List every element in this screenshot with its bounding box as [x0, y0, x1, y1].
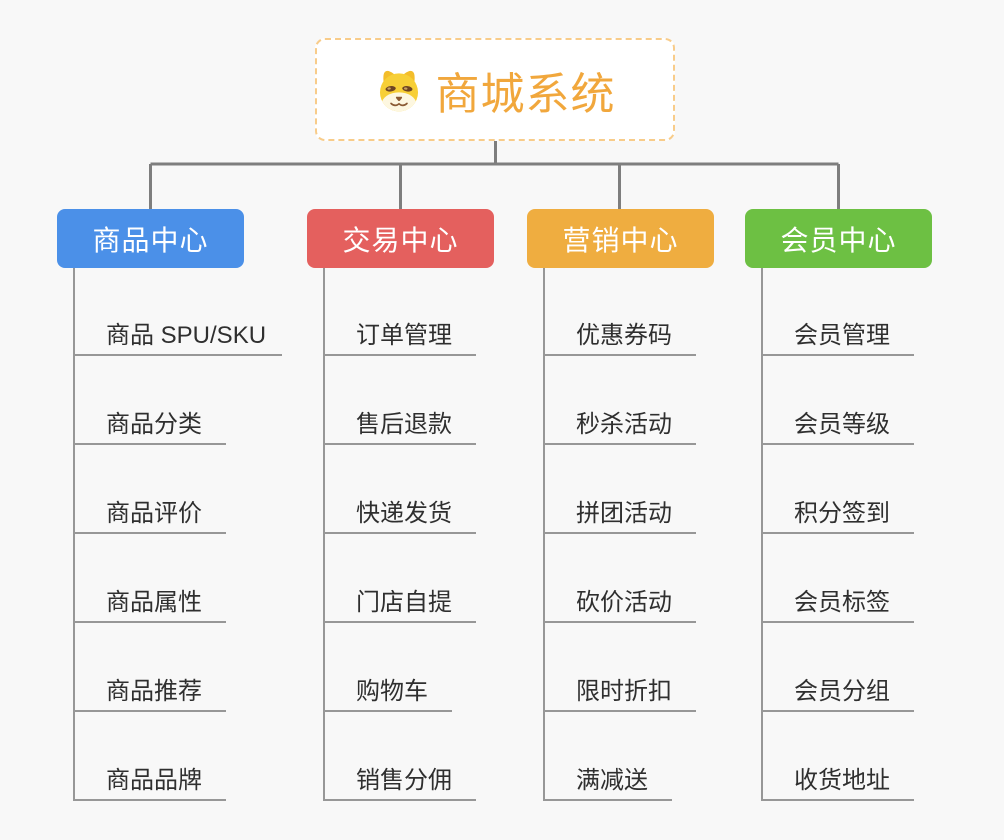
branch-label: 交易中心 — [342, 224, 459, 256]
branch-label: 营销中心 — [562, 224, 679, 256]
leaf-label: 拼团活动 — [576, 499, 672, 527]
leaf-node[interactable]: 拼团活动 — [543, 488, 696, 534]
leaf-node[interactable]: 收货地址 — [761, 755, 914, 801]
leaf-node[interactable]: 优惠券码 — [543, 310, 696, 356]
branch-node[interactable]: 会员中心 — [745, 209, 932, 268]
leaf-label: 商品分类 — [106, 410, 202, 438]
leaf-node[interactable]: 商品 SPU/SKU — [73, 310, 282, 356]
branch-node[interactable]: 商品中心 — [57, 209, 244, 268]
leaf-label: 售后退款 — [356, 410, 452, 438]
leaf-node[interactable]: 砍价活动 — [543, 577, 696, 623]
branch-spine-line — [761, 268, 763, 801]
branch-spine-line — [543, 268, 545, 801]
leaf-label: 商品 SPU/SKU — [106, 321, 267, 349]
leaf-node[interactable]: 商品推荐 — [73, 666, 226, 712]
leaf-label: 会员标签 — [794, 588, 890, 616]
leaf-node[interactable]: 快递发货 — [323, 488, 476, 534]
leaf-node[interactable]: 购物车 — [323, 666, 452, 712]
leaf-node[interactable]: 商品评价 — [73, 488, 226, 534]
leaf-node[interactable]: 限时折扣 — [543, 666, 696, 712]
leaf-label: 商品品牌 — [106, 766, 202, 794]
leaf-node[interactable]: 会员标签 — [761, 577, 914, 623]
branch-node[interactable]: 交易中心 — [307, 209, 494, 268]
leaf-label: 会员管理 — [794, 321, 890, 349]
shiba-dog-icon — [375, 67, 423, 113]
leaf-label: 会员分组 — [794, 677, 890, 705]
leaf-label: 满减送 — [576, 766, 648, 794]
leaf-node[interactable]: 售后退款 — [323, 399, 476, 445]
leaf-label: 订单管理 — [356, 321, 452, 349]
leaf-node[interactable]: 商品属性 — [73, 577, 226, 623]
leaf-label: 快递发货 — [356, 499, 452, 527]
leaf-node[interactable]: 会员管理 — [761, 310, 914, 356]
leaf-node[interactable]: 积分签到 — [761, 488, 914, 534]
leaf-node[interactable]: 销售分佣 — [323, 755, 476, 801]
branch-spine-line — [73, 268, 75, 801]
leaf-node[interactable]: 秒杀活动 — [543, 399, 696, 445]
leaf-label: 商品评价 — [106, 499, 202, 527]
leaf-node[interactable]: 会员等级 — [761, 399, 914, 445]
leaf-label: 秒杀活动 — [576, 410, 672, 438]
branch-label: 会员中心 — [780, 224, 897, 256]
leaf-label: 会员等级 — [794, 410, 890, 438]
leaf-label: 砍价活动 — [576, 588, 672, 616]
leaf-label: 购物车 — [356, 677, 428, 705]
leaf-node[interactable]: 商品分类 — [73, 399, 226, 445]
leaf-node[interactable]: 门店自提 — [323, 577, 476, 623]
leaf-label: 门店自提 — [356, 588, 452, 616]
leaf-node[interactable]: 满减送 — [543, 755, 672, 801]
leaf-label: 优惠券码 — [576, 321, 672, 349]
leaf-node[interactable]: 订单管理 — [323, 310, 476, 356]
root-title: 商城系统 — [435, 69, 616, 119]
leaf-node[interactable]: 会员分组 — [761, 666, 914, 712]
root-node[interactable]: 商城系统 — [315, 38, 675, 141]
leaf-node[interactable]: 商品品牌 — [73, 755, 226, 801]
leaf-label: 限时折扣 — [576, 677, 672, 705]
leaf-label: 销售分佣 — [356, 766, 452, 794]
branch-label: 商品中心 — [92, 224, 209, 256]
leaf-label: 商品属性 — [106, 588, 202, 616]
leaf-label: 商品推荐 — [106, 677, 202, 705]
branch-spine-line — [323, 268, 325, 801]
leaf-label: 积分签到 — [794, 499, 890, 527]
leaf-label: 收货地址 — [794, 766, 890, 794]
branch-node[interactable]: 营销中心 — [527, 209, 714, 268]
